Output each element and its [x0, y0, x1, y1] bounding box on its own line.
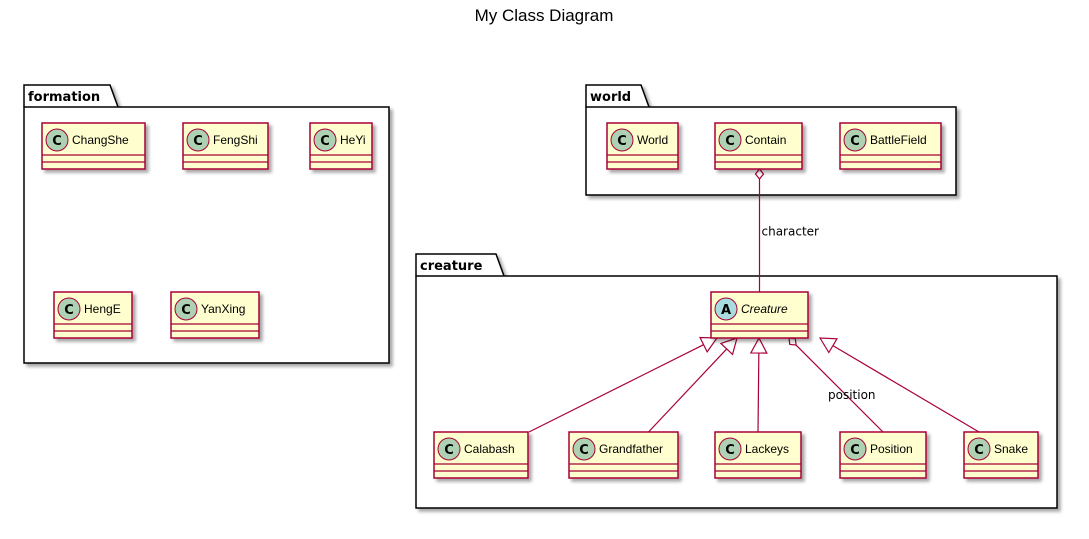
- edges-layer: character position: [528, 168, 980, 433]
- relation-calabash-creature: [528, 336, 719, 433]
- inheritance-arrow-icon: [749, 336, 768, 354]
- stereotype-letter: C: [974, 443, 984, 458]
- class-world[interactable]: C World: [606, 122, 679, 170]
- package-label-creature: creature: [420, 259, 483, 274]
- inheritance-arrow-icon: [818, 337, 839, 354]
- class-position[interactable]: C Position: [839, 431, 927, 479]
- class-stereotype-icon: [57, 297, 81, 321]
- class-lackeys[interactable]: C Lackeys: [714, 431, 802, 479]
- edge-label: character: [762, 225, 820, 239]
- class-yanxing[interactable]: C YanXing: [170, 291, 260, 339]
- class-stereotype-icon: [718, 128, 742, 152]
- class-name: Position: [870, 442, 913, 456]
- class-stereotype-icon: [572, 437, 596, 461]
- class-fengshi[interactable]: C FengShi: [182, 122, 269, 170]
- stereotype-letter: C: [52, 134, 62, 149]
- class-stereotype-icon: [186, 128, 210, 152]
- relation-lackeys-creature: [749, 336, 768, 433]
- stereotype-letter: C: [850, 134, 860, 149]
- class-stereotype-icon: [843, 437, 867, 461]
- aggregation-diamond: [754, 168, 765, 180]
- class-stereotype-icon: [313, 128, 337, 152]
- class-stereotype-icon: [843, 128, 867, 152]
- stereotype-letter: C: [725, 443, 735, 458]
- class-changshe[interactable]: C ChangShe: [41, 122, 146, 170]
- class-name: FengShi: [213, 133, 258, 147]
- class-henge[interactable]: C HengE: [53, 291, 133, 339]
- stereotype-letter: C: [193, 134, 203, 149]
- relation-snake-creature: [818, 337, 980, 433]
- class-name: Contain: [745, 133, 786, 147]
- class-contain[interactable]: C Contain: [714, 122, 803, 170]
- stereotype-letter: C: [320, 134, 330, 149]
- class-stereotype-icon: [718, 437, 742, 461]
- class-name: ChangShe: [72, 133, 129, 147]
- class-name: YanXing: [201, 302, 245, 316]
- class-stereotype-icon: [174, 297, 198, 321]
- edge-label: position: [828, 388, 876, 402]
- stereotype-letter: C: [617, 134, 627, 149]
- class-creature[interactable]: A Creature: [710, 291, 809, 339]
- class-name: Lackeys: [745, 442, 789, 456]
- package-label-world: world: [590, 90, 631, 105]
- inheritance-arrow-icon: [699, 336, 719, 354]
- stereotype-letter: A: [721, 303, 731, 318]
- stereotype-letter: C: [579, 443, 589, 458]
- class-stereotype-icon: [437, 437, 461, 461]
- stereotype-letter: C: [444, 443, 454, 458]
- stereotype-letter: C: [181, 303, 191, 318]
- class-name: HengE: [84, 302, 121, 316]
- stereotype-letter: C: [850, 443, 860, 458]
- class-stereotype-icon: [967, 437, 991, 461]
- class-grandfather[interactable]: C Grandfather: [568, 431, 679, 479]
- class-battlefield[interactable]: C BattleField: [839, 122, 942, 170]
- class-name: World: [637, 133, 668, 147]
- aggregation-diamond: [788, 337, 797, 346]
- relation-creature-position: position: [788, 337, 884, 433]
- class-name: Grandfather: [599, 442, 663, 456]
- class-stereotype-icon: [45, 128, 69, 152]
- relation-grandfather-creature: [648, 337, 738, 433]
- class-heyi[interactable]: C HeYi: [309, 122, 373, 170]
- class-name: HeYi: [340, 133, 366, 147]
- inheritance-arrow-icon: [719, 337, 738, 356]
- class-snake[interactable]: C Snake: [963, 431, 1039, 479]
- class-name: Creature: [741, 302, 788, 316]
- class-name: BattleField: [870, 133, 927, 147]
- class-name: Calabash: [464, 442, 515, 456]
- stereotype-letter: C: [64, 303, 74, 318]
- class-stereotype-icon: [610, 128, 634, 152]
- class-calabash[interactable]: C Calabash: [433, 431, 529, 479]
- package-label-formation: formation: [28, 90, 100, 105]
- relation-contain-creature: character: [754, 168, 820, 292]
- diagram-title: My Class Diagram: [475, 6, 614, 25]
- class-name: Snake: [994, 442, 1028, 456]
- stereotype-letter: C: [725, 134, 735, 149]
- abstract-stereotype-icon: [714, 297, 738, 321]
